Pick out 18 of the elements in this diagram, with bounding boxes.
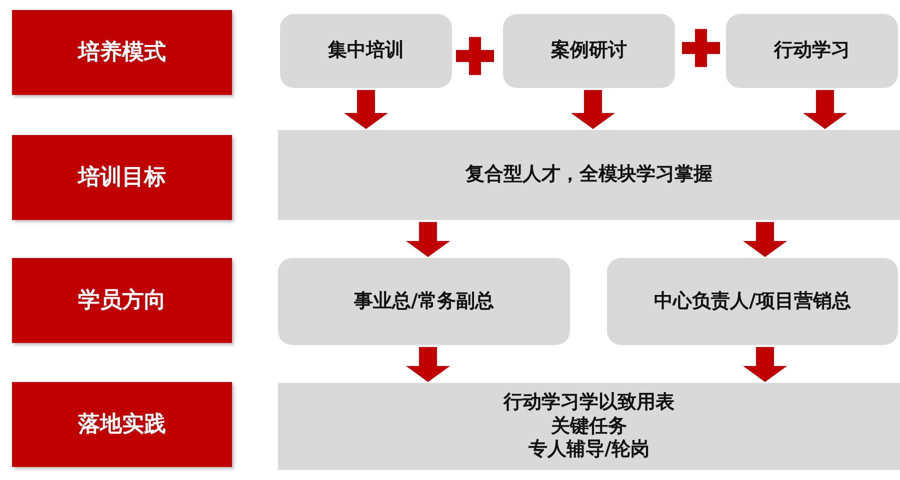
block-arrow	[406, 347, 450, 382]
block-arrow	[571, 90, 615, 129]
block-arrow	[344, 90, 388, 129]
block-arrow	[743, 347, 787, 382]
label-box: 培养模式	[12, 10, 232, 95]
block-arrow	[803, 90, 847, 129]
process-box: 事业总/常务副总	[278, 258, 570, 345]
process-box: 行动学习	[726, 14, 898, 88]
process-box: 集中培训	[280, 14, 452, 88]
block-arrow	[406, 222, 450, 257]
block-arrow	[743, 222, 787, 257]
label-box: 落地实践	[12, 382, 232, 467]
process-box: 复合型人才，全模块学习掌握	[278, 130, 900, 220]
label-box: 培训目标	[12, 135, 232, 220]
process-box: 中心负责人/项目营销总	[607, 258, 898, 345]
process-box: 案例研讨	[503, 14, 675, 88]
process-box: 行动学习学以致用表 关键任务 专人辅导/轮岗	[278, 383, 900, 470]
label-box: 学员方向	[12, 258, 232, 343]
